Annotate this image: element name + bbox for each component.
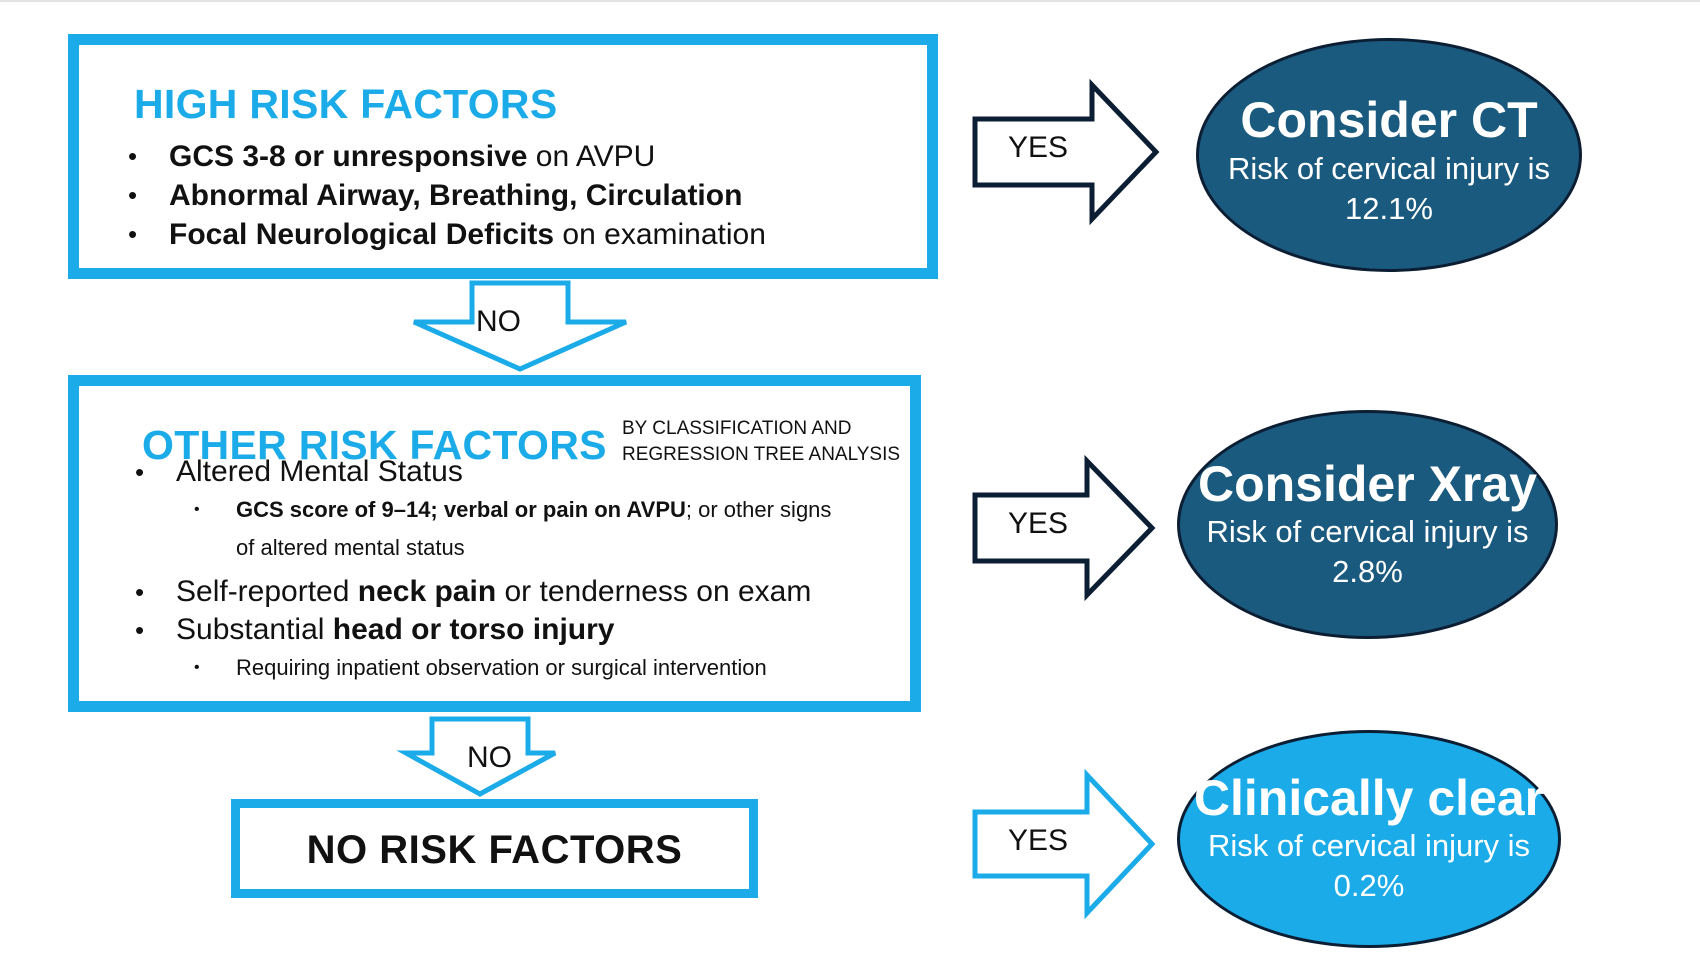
yes-arrow-right-2 <box>972 454 1156 602</box>
yes-arrow-right-3 <box>972 768 1156 920</box>
outcome-xray-title: Consider Xray <box>1197 456 1537 512</box>
outcome-clear-title: Clinically clear <box>1193 770 1545 826</box>
no-label-1: NO <box>476 305 521 338</box>
other-risk-item-ams: Altered Mental Status <box>132 453 836 491</box>
high-risk-list: GCS 3-8 or unresponsive on AVPU Abnormal… <box>125 137 766 254</box>
high-risk-box: HIGH RISK FACTORS GCS 3-8 or unresponsiv… <box>68 34 938 279</box>
no-risk-title: NO RISK FACTORS <box>306 828 683 872</box>
outcome-ct-risk: Risk of cervical injury is 12.1% <box>1227 151 1551 226</box>
high-risk-item-focal: Focal Neurological Deficits on examinati… <box>125 215 766 254</box>
no-arrow-down-1 <box>412 280 628 372</box>
outcome-consider-xray: Consider Xray Risk of cervical injury is… <box>1177 410 1558 639</box>
outcome-clear-risk: Risk of cervical injury is 0.2% <box>1207 828 1531 903</box>
other-risk-item-neck: Self-reported neck pain or tenderness on… <box>132 573 836 611</box>
yes-label-3: YES <box>1008 824 1069 857</box>
other-risk-list: Altered Mental Status GCS score of 9–14;… <box>132 453 836 687</box>
outcome-ct-title: Consider CT <box>1240 92 1538 148</box>
yes-label-2: YES <box>1008 507 1069 540</box>
other-risk-subitem-gcs: GCS score of 9–14; verbal or pain on AVP… <box>132 491 836 567</box>
outcome-clinically-clear: Clinically clear Risk of cervical injury… <box>1177 730 1561 948</box>
high-risk-item-abc: Abnormal Airway, Breathing, Circulation <box>125 176 766 215</box>
no-risk-box: NO RISK FACTORS <box>231 799 758 898</box>
other-risk-item-injury: Substantial head or torso injury <box>132 611 836 649</box>
other-risk-subitem-inpatient: Requiring inpatient observation or surgi… <box>132 649 836 687</box>
top-divider <box>0 0 1700 2</box>
outcome-xray-risk: Risk of cervical injury is 2.8% <box>1206 514 1529 589</box>
other-risk-box: OTHER RISK FACTORS BY CLASSIFICATION AND… <box>68 375 921 712</box>
no-label-2: NO <box>467 741 512 774</box>
high-risk-title: HIGH RISK FACTORS <box>134 81 558 127</box>
yes-label-1: YES <box>1008 131 1069 164</box>
outcome-consider-ct: Consider CT Risk of cervical injury is 1… <box>1196 38 1582 272</box>
high-risk-item-gcs: GCS 3-8 or unresponsive on AVPU <box>125 137 766 176</box>
yes-arrow-right-1 <box>972 78 1160 226</box>
no-arrow-down-2 <box>396 716 557 797</box>
